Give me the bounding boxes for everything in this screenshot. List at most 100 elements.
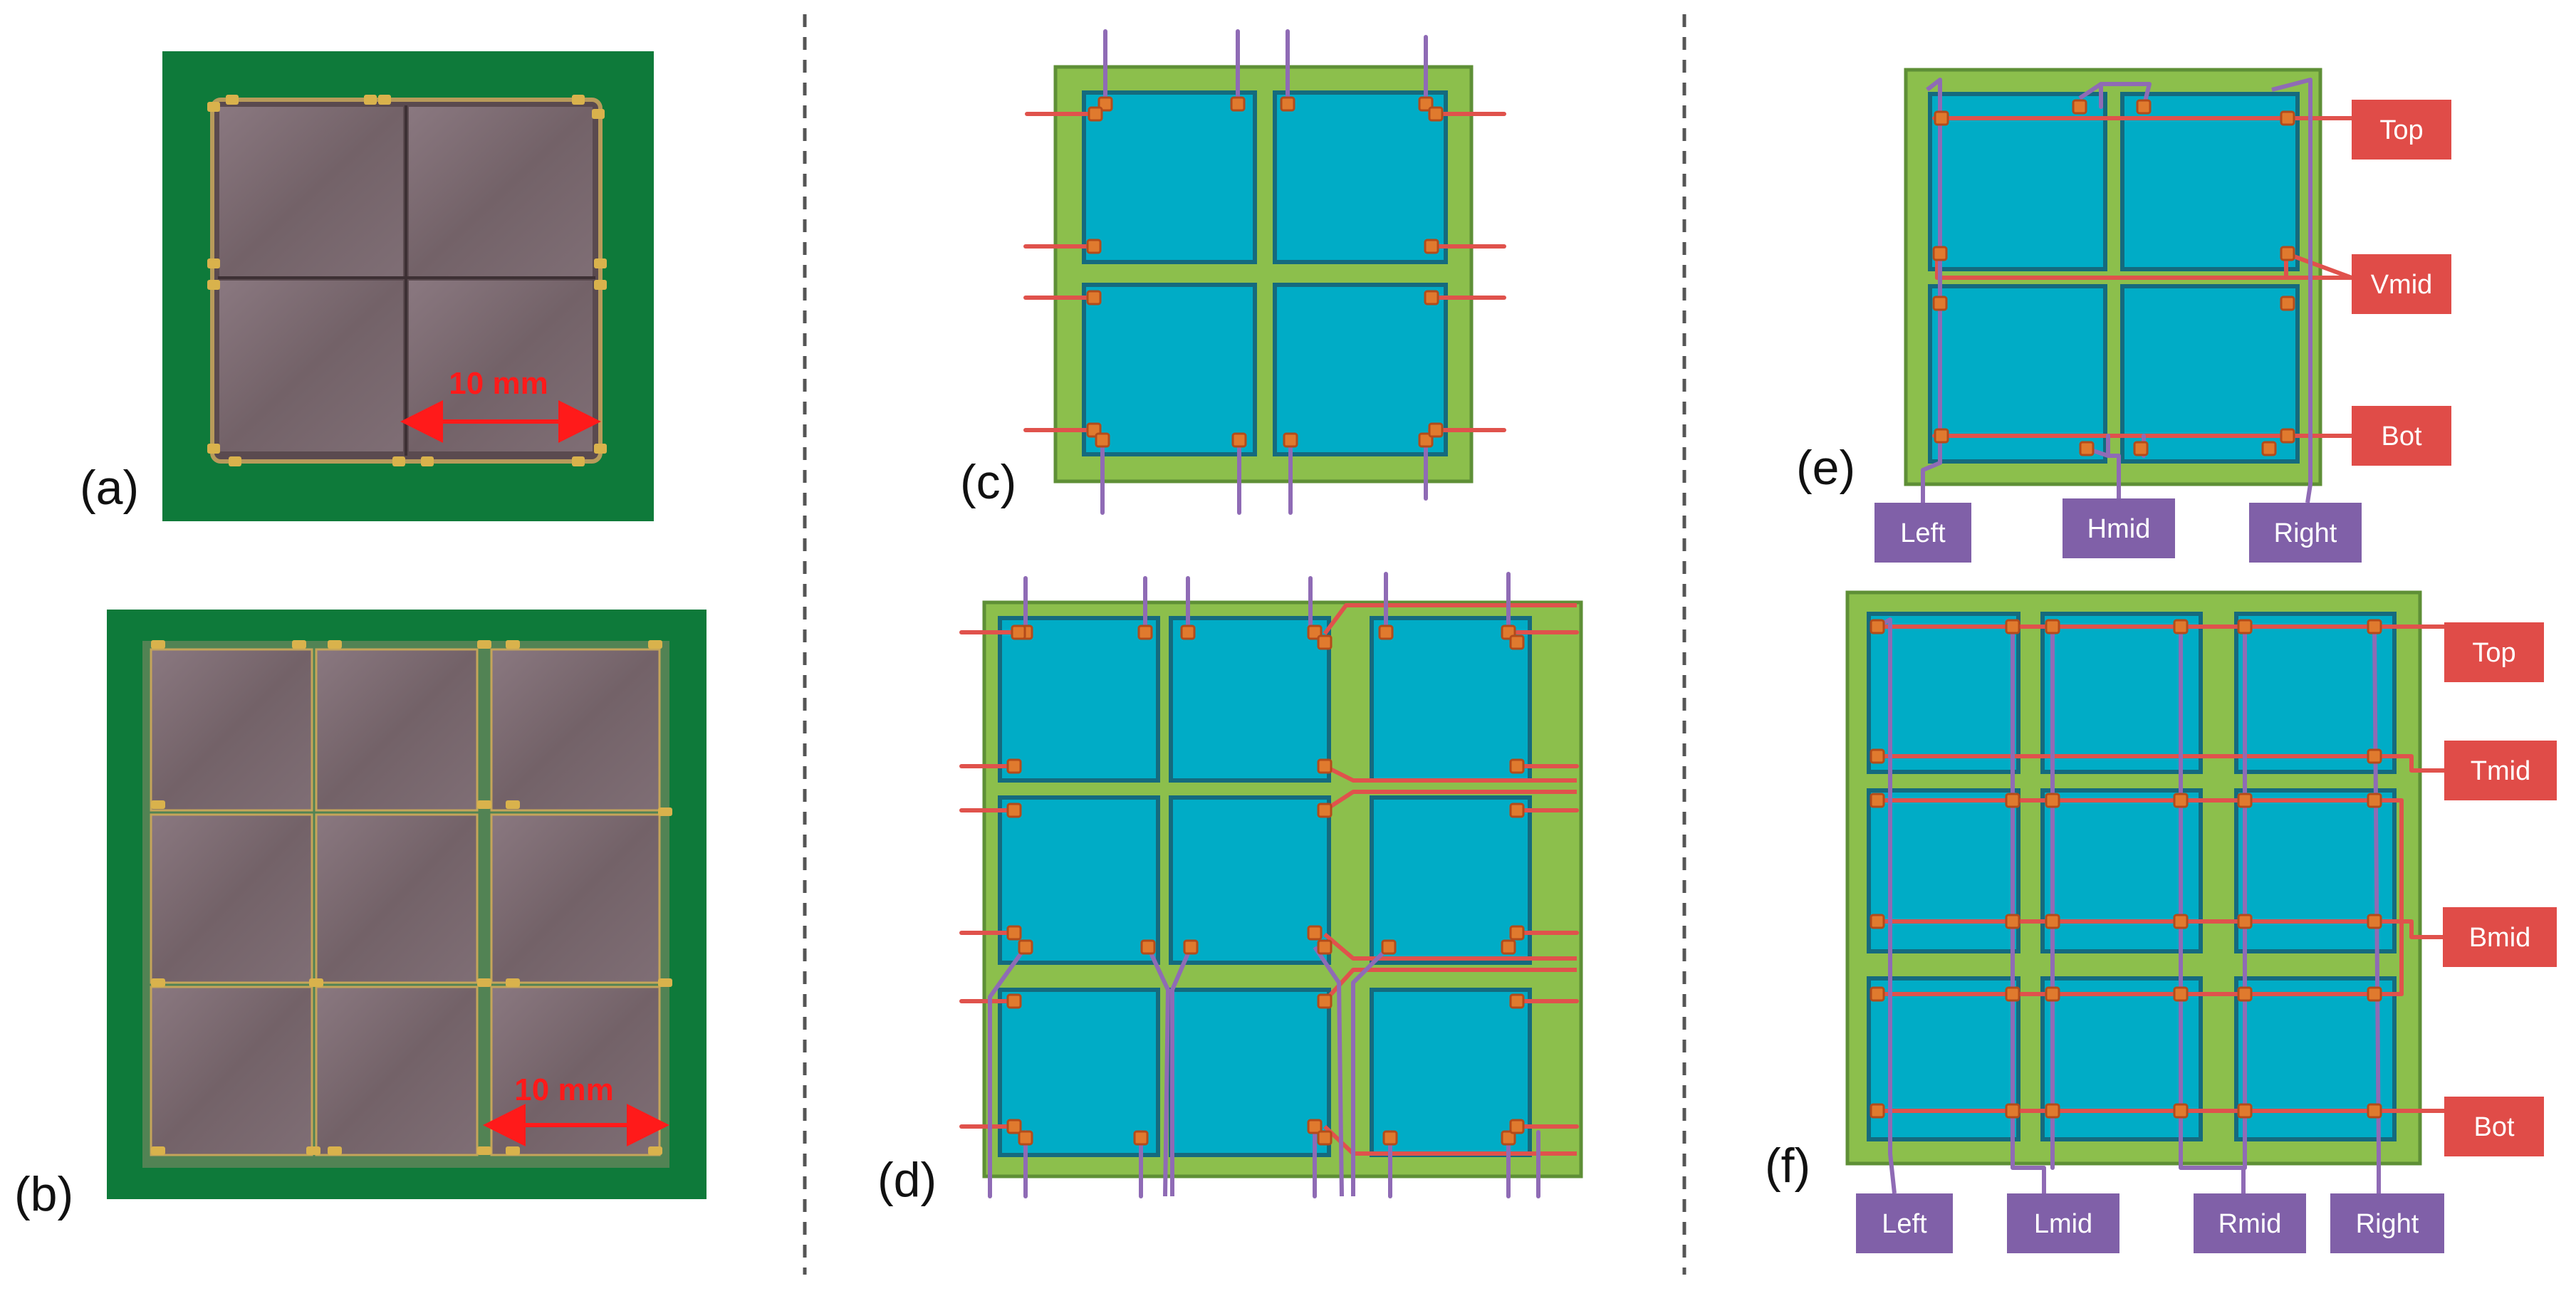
bond-pad	[1501, 1130, 1516, 1146]
bond-pad	[1307, 925, 1323, 941]
bond-pad	[2237, 793, 2253, 808]
bond-pad	[2237, 619, 2253, 634]
sipm-pixel	[1928, 284, 2107, 464]
bond-pad	[1006, 1119, 1022, 1134]
label-f-right: Right	[2356, 1209, 2419, 1239]
panel-f-row-labels: Top Tmid Bmid Bot	[2443, 622, 2557, 1156]
bond-pad	[1509, 925, 1525, 941]
label-box-f-left	[1856, 1193, 1953, 1253]
fanin-trace-purple	[1146, 946, 1170, 1197]
label-e-left: Left	[1900, 518, 1946, 548]
panel-e-row-labels: Top Vmid Bot	[2352, 100, 2451, 466]
panel-d-diagram	[959, 572, 1583, 1198]
bond-pad	[2045, 793, 2060, 808]
label-e-vmid: Vmid	[2371, 270, 2433, 300]
bond-pad-photo	[658, 807, 672, 816]
bond-pad	[2173, 986, 2189, 1002]
bond-pad-photo	[207, 444, 220, 454]
bond-pad	[2173, 619, 2189, 634]
sipm-tile-photo	[409, 107, 593, 278]
panel-label-b: (b)	[14, 1167, 73, 1221]
bond-pad	[1137, 624, 1153, 640]
bond-pad-photo	[506, 640, 520, 649]
label-box-f-tmid	[2444, 741, 2557, 800]
bond-pad	[1932, 296, 1948, 311]
bond-pad	[2367, 986, 2382, 1002]
bond-pad	[2173, 793, 2189, 808]
bond-pad	[2280, 110, 2295, 126]
bond-pad	[2045, 619, 2060, 634]
sipm-tile-photo	[490, 648, 661, 812]
fanin-trace-purple	[1170, 946, 1193, 1196]
bond-pad	[2005, 619, 2020, 634]
bond-pad-photo	[477, 640, 491, 649]
bond-pad-photo	[648, 640, 662, 649]
bond-pad	[2045, 986, 2060, 1002]
bond-pad	[2280, 296, 2295, 311]
col-trace-hmid	[2078, 82, 2152, 108]
panel-e-col-labels: Left Hmid Right	[1874, 498, 2362, 563]
bond-pad-photo	[309, 978, 323, 987]
fanout-trace-red	[1323, 790, 1577, 812]
sipm-pixel	[998, 616, 1160, 783]
sipm-tile-photo	[150, 986, 313, 1156]
panel-label-e: (e)	[1796, 441, 1855, 495]
sipm-pixel	[1169, 616, 1331, 783]
bond-pad-photo	[648, 1146, 662, 1155]
bond-pad	[1097, 96, 1113, 112]
bond-pad	[1230, 96, 1246, 112]
bond-pad	[1382, 1130, 1398, 1146]
row-trace-bmid	[1877, 919, 2443, 939]
bond-pad	[2072, 99, 2087, 115]
bond-pad	[2367, 793, 2382, 808]
sipm-pixel	[2234, 612, 2397, 774]
sipm-pixel	[1867, 612, 2020, 774]
bond-pad-photo	[378, 95, 391, 105]
bond-pad	[2367, 1103, 2382, 1119]
fanout-trace-red	[1323, 764, 1577, 783]
bond-pad-photo	[506, 800, 520, 809]
fanin-trace-purple	[1351, 945, 1391, 1196]
label-f-rmid: Rmid	[2218, 1209, 2282, 1239]
sipm-tile-photo	[315, 648, 479, 812]
bond-pad-photo	[207, 280, 220, 290]
bond-pad	[2237, 1103, 2253, 1119]
col-trace-hmid	[2086, 446, 2121, 498]
label-box-f-bot	[2444, 1097, 2544, 1156]
sipm-tile-photo	[219, 281, 403, 451]
bond-pad	[1006, 993, 1022, 1009]
bond-pad	[1317, 758, 1333, 774]
label-box-e-top	[2352, 100, 2451, 160]
bond-pad-photo	[592, 109, 605, 119]
sipm-pixel	[1928, 92, 2107, 271]
bond-pad	[1280, 96, 1295, 112]
sipm-tile-photo	[315, 986, 479, 1156]
panel-label-c: (c)	[960, 455, 1016, 509]
sipm-tile-photo	[490, 813, 661, 984]
bond-pad	[2045, 1103, 2060, 1119]
bond-pad	[1011, 624, 1026, 640]
panel-a-photo: 10 mm	[162, 51, 654, 521]
bond-pad	[2005, 914, 2020, 929]
sipm-pixel	[1867, 788, 2020, 953]
fanout-trace-red	[1323, 968, 1577, 1003]
bond-pad-photo	[306, 1146, 320, 1155]
label-f-bot: Bot	[2473, 1112, 2514, 1142]
bond-pad	[1307, 624, 1323, 640]
bond-pad	[1180, 624, 1196, 640]
bond-pad	[2133, 441, 2149, 456]
label-e-hmid: Hmid	[2087, 514, 2151, 544]
bond-pad	[1006, 803, 1022, 818]
bond-pad-photo	[151, 978, 165, 987]
bond-pad	[1381, 939, 1397, 955]
bond-pad	[1424, 239, 1439, 254]
bond-pad	[2173, 914, 2189, 929]
bond-pad	[2136, 99, 2152, 115]
bond-pad	[2079, 441, 2095, 456]
sipm-pixel	[998, 795, 1160, 965]
bond-pad	[1934, 428, 1949, 444]
bond-pad-photo	[572, 95, 585, 105]
bond-pad-photo	[421, 456, 434, 466]
bond-pad-photo	[229, 456, 241, 466]
